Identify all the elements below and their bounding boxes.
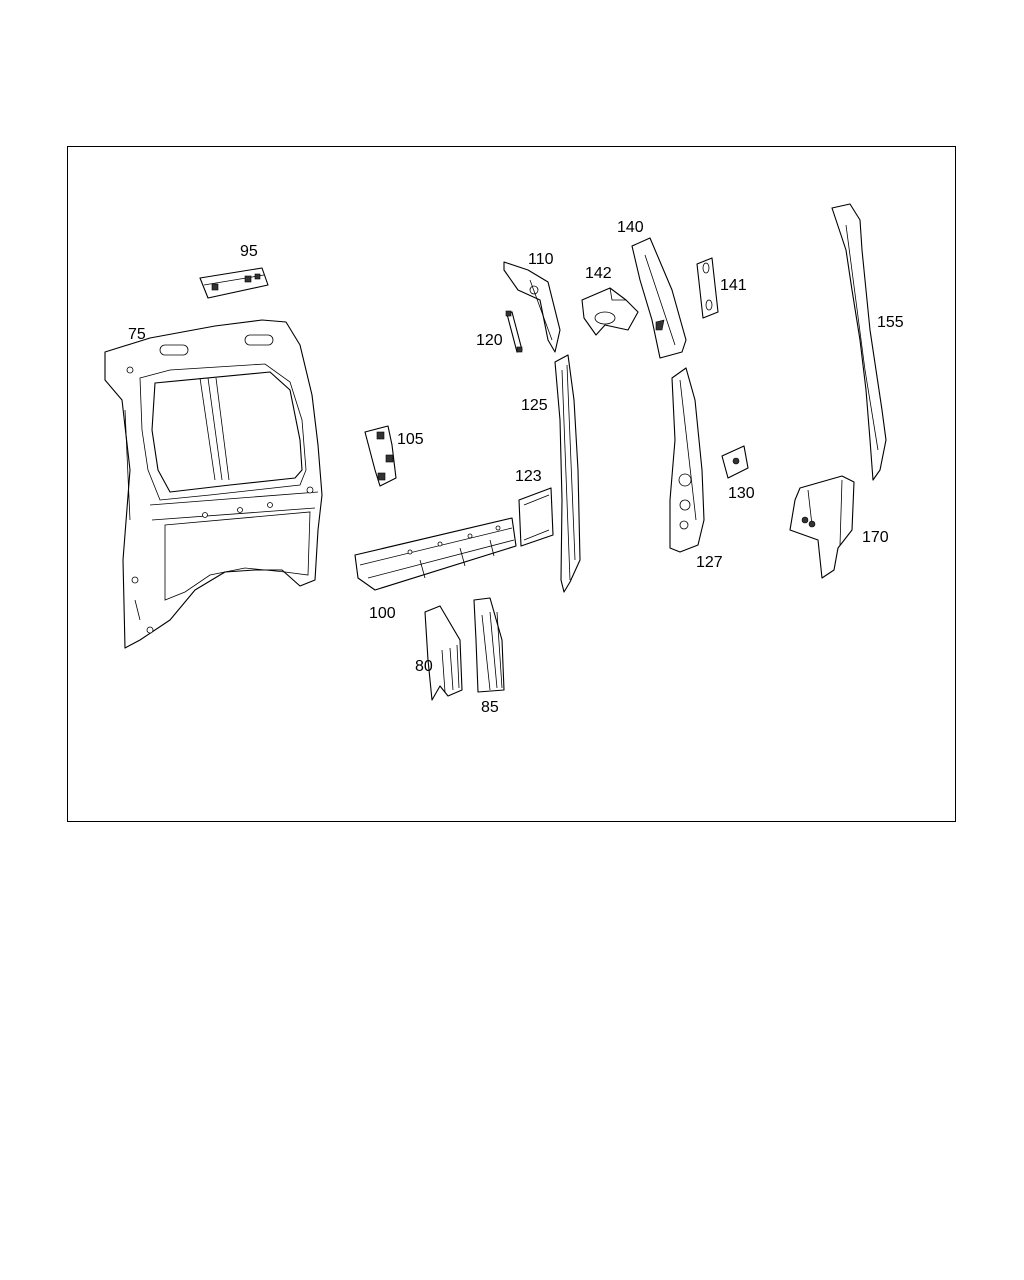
part-140-pillar-piece [631,237,687,359]
callout-95: 95 [240,243,258,260]
part-155-long-panel [831,203,887,481]
callout-140: 140 [617,219,644,236]
callout-80: 80 [415,658,433,675]
callout-127: 127 [696,554,723,571]
callout-110: 110 [528,251,554,268]
callout-155: 155 [877,314,904,331]
callout-123: 123 [515,468,542,485]
part-142-bracket [581,287,639,336]
callout-170: 170 [862,529,889,546]
callout-130: 130 [728,485,755,502]
part-80-bracket [424,605,463,701]
part-75-side-panel [104,319,323,649]
callout-125: 125 [521,397,548,414]
part-85-bracket [473,597,505,693]
part-125-pillar [554,354,581,593]
callout-142: 142 [585,265,612,282]
part-120-rod [505,310,523,353]
part-130-plate [721,445,749,479]
callout-120: 120 [476,332,503,349]
part-170-bracket [789,475,855,579]
part-95-bracket [199,267,269,299]
part-110-pillar-top [503,261,561,353]
callout-100: 100 [369,605,396,622]
callout-105: 105 [397,431,424,448]
part-105-plate [364,425,397,487]
callout-85: 85 [481,699,499,716]
part-141-plate [696,257,719,319]
part-123-plate [518,487,554,547]
callout-141: 141 [720,277,747,294]
part-100-sill [354,517,517,591]
callout-75: 75 [128,326,146,343]
diagram-frame [67,146,956,822]
part-127-pillar [669,367,705,553]
